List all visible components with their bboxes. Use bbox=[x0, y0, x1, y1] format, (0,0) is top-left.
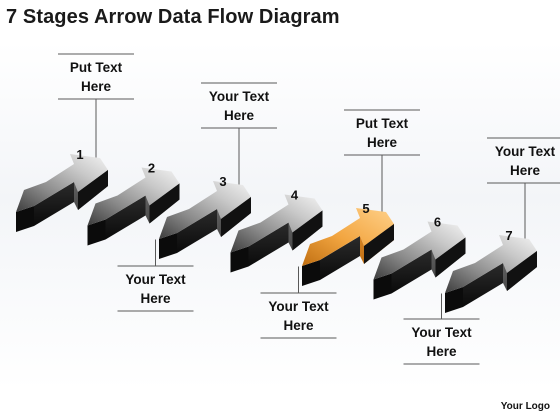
stage-label-line: Here bbox=[283, 318, 314, 333]
arrow-top-face bbox=[302, 208, 394, 266]
arrow-side-face bbox=[445, 287, 463, 313]
stage-number: 1 bbox=[76, 147, 83, 162]
arrow-side-face bbox=[230, 246, 249, 273]
stage-number: 2 bbox=[148, 161, 155, 176]
arrow-top-face bbox=[16, 154, 108, 212]
arrow-side-face bbox=[373, 273, 392, 300]
stage-arrow-4: 4 bbox=[230, 188, 323, 273]
arrow-side-face bbox=[87, 219, 106, 246]
arrow-side-face bbox=[16, 206, 34, 232]
arrow-head-shadow bbox=[364, 224, 394, 264]
stage-arrow-5: 5 bbox=[302, 201, 394, 286]
arrow-front-face bbox=[105, 195, 146, 240]
arrow-front-face bbox=[463, 263, 503, 307]
stage-number: 6 bbox=[434, 215, 441, 230]
stage-label-line: Put Text bbox=[355, 116, 409, 131]
arrow-head-shadow bbox=[78, 170, 108, 210]
stage-label-line: Your Text bbox=[125, 272, 186, 287]
arrow-top-face bbox=[373, 221, 466, 280]
arrow-head-shadow bbox=[435, 237, 466, 278]
arrow-side-face bbox=[302, 260, 320, 286]
arrow-head-shadow bbox=[149, 183, 180, 224]
stage-arrow-7: 7 bbox=[445, 228, 537, 313]
arrow-top-face bbox=[87, 167, 180, 226]
stage-arrow-6: 6 bbox=[373, 215, 466, 300]
stage-number: 4 bbox=[291, 188, 299, 203]
stage-arrow-2: 2 bbox=[87, 161, 180, 246]
arrow-head-shadow bbox=[507, 251, 537, 291]
stage-label-line: Your Text bbox=[208, 89, 270, 104]
arrow-top-face bbox=[445, 235, 537, 293]
stage-arrow-1: 1 bbox=[16, 147, 108, 232]
stage-number: 7 bbox=[505, 228, 512, 243]
arrow-front-face bbox=[320, 236, 360, 280]
stage-label-line: Here bbox=[80, 79, 112, 94]
stage-label-line: Your Text bbox=[411, 325, 472, 340]
arrow-front-face bbox=[248, 222, 289, 267]
arrow-head-shadow bbox=[292, 210, 323, 251]
stage-label-line: Here bbox=[366, 135, 398, 150]
stage-label-line: Put Text bbox=[69, 60, 123, 75]
stage-label-line: Here bbox=[509, 163, 541, 178]
logo-text: Your Logo bbox=[500, 401, 550, 412]
arrow-head-shadow bbox=[221, 197, 251, 237]
arrow-top-face bbox=[230, 194, 323, 253]
arrow-front-face bbox=[34, 182, 74, 226]
stage-label-line: Here bbox=[426, 344, 457, 359]
stage-number: 5 bbox=[362, 201, 369, 216]
stage-number: 3 bbox=[219, 174, 226, 189]
arrow-top-face bbox=[159, 181, 251, 239]
stage-label-line: Your Text bbox=[494, 144, 556, 159]
stage-label-line: Your Text bbox=[268, 299, 329, 314]
page-title: 7 Stages Arrow Data Flow Diagram bbox=[6, 6, 340, 28]
arrow-side-face bbox=[159, 233, 177, 259]
stage-arrow-3: 3 bbox=[159, 174, 251, 259]
stage-label-line: Here bbox=[223, 108, 255, 123]
arrow-front-face bbox=[391, 249, 432, 294]
arrow-front-face bbox=[177, 209, 217, 253]
stage-label-line: Here bbox=[140, 291, 171, 306]
